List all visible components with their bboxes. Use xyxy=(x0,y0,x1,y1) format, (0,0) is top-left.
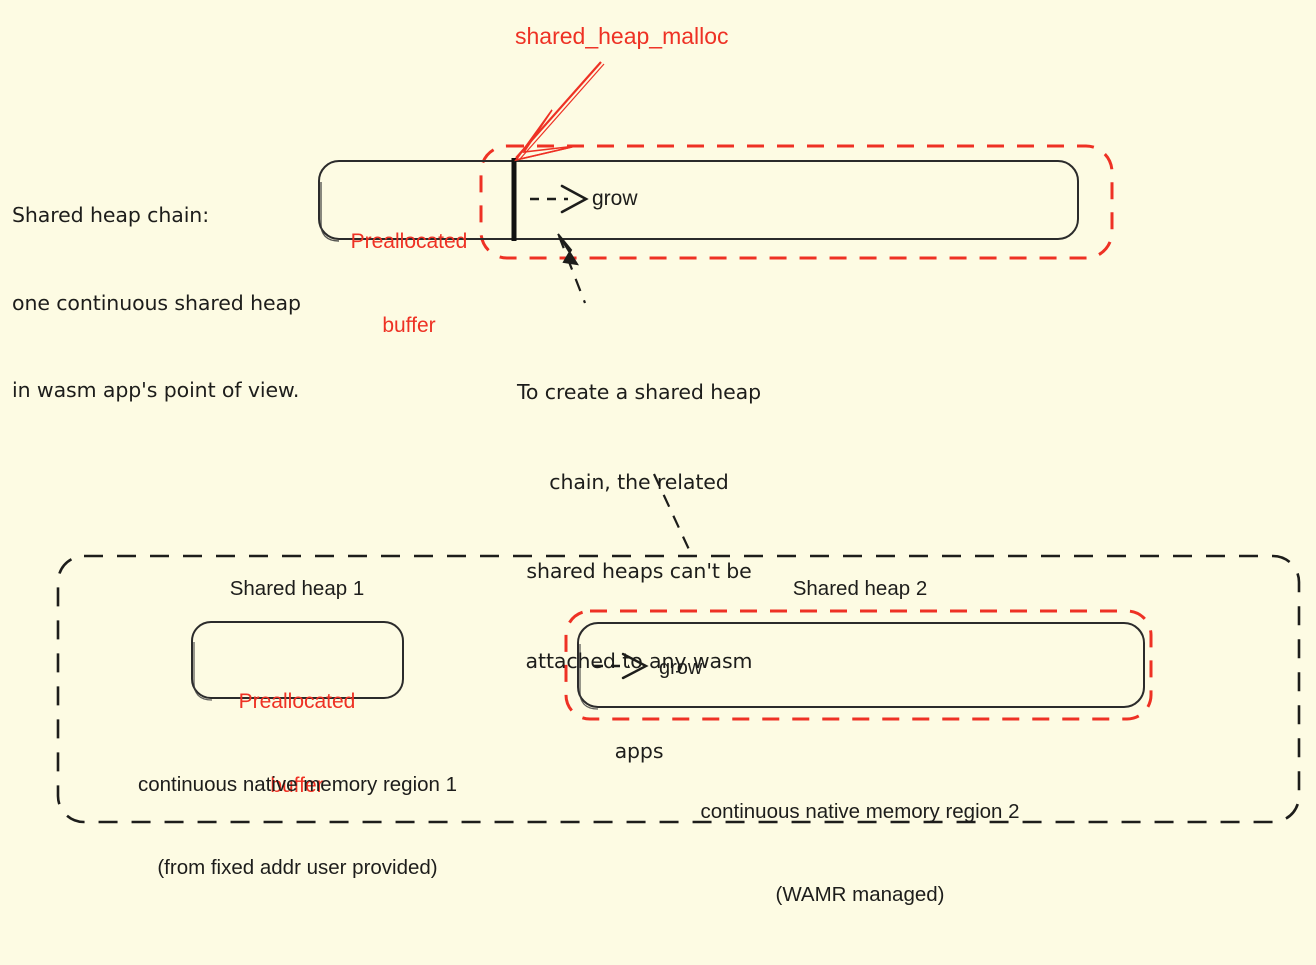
shared-heap-malloc-label: shared_heap_malloc xyxy=(515,23,729,49)
shared-heap-chain-note-line-1: Shared heap chain: xyxy=(12,203,210,228)
native-memory-region-2-caption: continuous native memory region 2 (WAMR … xyxy=(660,742,1060,965)
native-memory-region-1-caption-line-2: (from fixed addr user provided) xyxy=(157,856,438,880)
heap1-preallocated-buffer-label-line-1: Preallocated xyxy=(238,689,356,713)
shared-heap-chain-note-line-3: in wasm app's point of view. xyxy=(12,377,300,402)
native-memory-region-2-caption-line-1: continuous native memory region 2 xyxy=(700,799,1020,823)
shared-heap-chain-constraint-note: To create a shared heap chain, the relat… xyxy=(489,318,789,827)
constraint-note-line-1: To create a shared heap xyxy=(516,379,761,404)
native-memory-region-1-caption-line-1: continuous native memory region 1 xyxy=(137,772,458,796)
heap1-preallocated-buffer-label-line-2: buffer xyxy=(270,773,324,797)
shared-heap-2-title: Shared heap 2 xyxy=(792,577,928,600)
top-grow-arrowhead-icon xyxy=(560,184,589,214)
constraint-note-line-5: apps xyxy=(614,738,664,763)
heap1-preallocated-buffer-label: Preallocated buffer xyxy=(207,632,387,855)
top-preallocated-buffer-label-line-1: Preallocated xyxy=(350,230,468,254)
top-preallocated-buffer-label: Preallocated buffer xyxy=(334,173,484,395)
center-note-leader-arrow xyxy=(557,233,587,304)
heap2-grow-label: grow xyxy=(659,657,703,679)
shared-heap-malloc-callout-arrow xyxy=(514,61,605,162)
top-grow-label: grow xyxy=(592,187,638,210)
native-memory-region-1-caption: continuous native memory region 1 (from … xyxy=(100,715,495,938)
shared-heap-chain-note: Shared heap chain: one continuous shared… xyxy=(12,143,301,463)
diagram-canvas: shared_heap_malloc Shared heap chain: on… xyxy=(12,23,1301,906)
native-memory-region-2-caption-line-2: (WAMR managed) xyxy=(775,883,945,907)
constraint-note-line-4: attached to any wasm xyxy=(525,649,753,674)
shared-heap-chain-note-line-2: one continuous shared heap xyxy=(12,290,301,315)
shared-heap-1-title: Shared heap 1 xyxy=(229,577,365,600)
top-preallocated-buffer-label-line-2: buffer xyxy=(382,313,436,337)
constraint-note-line-3: shared heaps can't be xyxy=(526,559,752,584)
constraint-note-line-2: chain, the related xyxy=(549,469,729,494)
top-red-dashed-region xyxy=(479,144,1114,260)
